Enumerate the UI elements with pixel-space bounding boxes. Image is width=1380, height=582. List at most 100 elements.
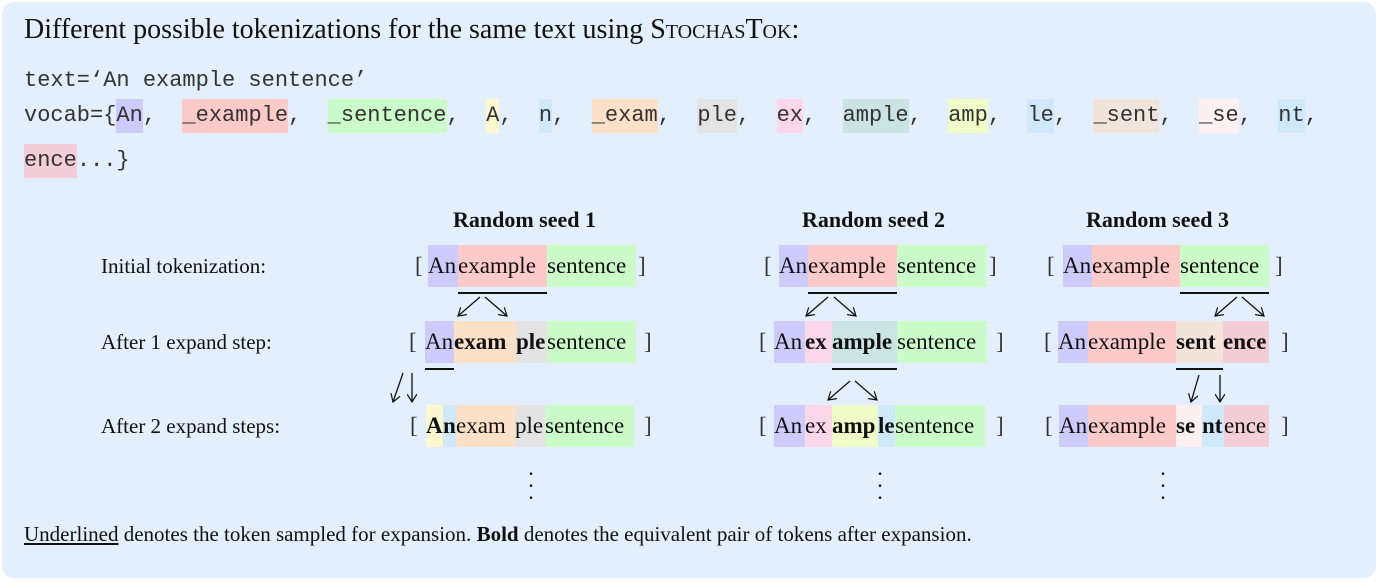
token: sentence [897, 245, 987, 287]
continuation-dots-seed-3: ··· [1159, 461, 1167, 510]
token: example [1092, 245, 1180, 287]
vocab-sep: , [1304, 103, 1345, 128]
token-text: An [425, 329, 454, 354]
token: le [878, 405, 895, 447]
close-bracket: ] [638, 253, 646, 278]
sampled-token-underline [1176, 368, 1223, 370]
close-bracket: ] [1275, 253, 1283, 278]
token: nt [1202, 405, 1224, 447]
token: exam [454, 321, 516, 363]
seed-3-header: Random seed 3 [1086, 207, 1230, 232]
token-text: ple [515, 413, 544, 438]
vocab-sep: , [446, 103, 487, 128]
token: ex [805, 321, 833, 363]
token: An [774, 405, 805, 447]
token: An [1063, 245, 1092, 287]
vocab-token: ence [24, 144, 77, 178]
token-text: nt [1202, 413, 1223, 438]
open-bracket: [ [764, 253, 772, 278]
token-text: sentence [897, 253, 977, 278]
close-bracket: ] [996, 413, 1004, 438]
token-text: example [458, 253, 536, 278]
vocab-token: amp [948, 99, 988, 133]
token-text: An [1058, 329, 1087, 354]
figure-title: Different possible tokenizations for the… [24, 14, 799, 46]
token: sentence [545, 405, 634, 447]
open-bracket: [ [1044, 329, 1052, 354]
continuation-dots-seed-1: ··· [527, 461, 535, 510]
token: An [425, 321, 454, 363]
token-text: sentence [545, 413, 625, 438]
seed-2-header: Random seed 2 [802, 207, 946, 232]
token-text: An [774, 413, 803, 438]
vocab-sep: , [908, 103, 949, 128]
sampled-token-underline [1180, 292, 1269, 294]
open-bracket: [ [409, 329, 417, 354]
text-definition: text=‘An example sentence’ [24, 68, 368, 93]
token-text: example [1088, 413, 1166, 438]
token: A [426, 405, 443, 447]
vocab-sep: , [1238, 103, 1279, 128]
token-text: exam [454, 329, 507, 354]
row-label-step-2: After 2 expand steps: [101, 414, 281, 438]
method-name: StochasTok [650, 14, 792, 45]
vocab-line-2: ence...} [24, 144, 130, 178]
token-text: A [426, 413, 443, 438]
token-text: le [878, 413, 895, 438]
token-text: example [1092, 253, 1170, 278]
token-text: ex [805, 329, 827, 354]
token: An [428, 245, 458, 287]
token-text: An [428, 253, 457, 278]
open-bracket: [ [415, 253, 423, 278]
token-text: example [808, 253, 886, 278]
vocab-token: le [1027, 99, 1054, 133]
token-text: sentence [1180, 253, 1260, 278]
token: se [1176, 405, 1202, 447]
vocab-sep: , [1053, 103, 1094, 128]
row-label-initial: Initial tokenization: [101, 254, 267, 278]
vocab-token: ex [776, 99, 803, 133]
sampled-token-underline [458, 292, 547, 294]
vocab-sep: , [499, 103, 539, 128]
sampled-token-underline [832, 368, 897, 370]
token: ample [832, 321, 897, 363]
open-bracket: [ [759, 329, 767, 354]
caption-underlined-word: Underlined [24, 522, 119, 546]
vocab-sep: , [552, 103, 592, 128]
vocab-token: _sentence [327, 99, 447, 133]
token: amp [832, 405, 878, 447]
close-bracket: ] [989, 253, 997, 278]
continuation-dots-seed-2: ··· [876, 461, 884, 510]
token-text: ample [832, 329, 893, 354]
row-label-step-1: After 1 expand step: [101, 330, 272, 354]
open-bracket: [ [1045, 413, 1053, 438]
token-text: se [1176, 413, 1196, 438]
vocab-token: ple [697, 99, 737, 133]
token: An [1058, 321, 1088, 363]
token: sentence [895, 405, 985, 447]
vocab-token: nt [1278, 99, 1305, 133]
vocab-token: An [116, 99, 143, 133]
caption-text-1: denotes the token sampled for expansion. [118, 522, 477, 546]
vocab-token: n [538, 99, 553, 133]
vocab-token: _example [182, 99, 289, 133]
vocab-sep: , [1159, 103, 1200, 128]
token-text: amp [832, 413, 876, 438]
caption-text-2: denotes the equivalent pair of tokens af… [518, 522, 972, 546]
token-text: ple [516, 329, 546, 354]
token-text: sentence [547, 253, 627, 278]
token-text: An [1063, 253, 1092, 278]
token: ple [516, 321, 547, 363]
token: sentence [897, 321, 987, 363]
token: example [1088, 321, 1176, 363]
token: example [808, 245, 897, 287]
close-bracket: ] [1281, 413, 1289, 438]
token: ence [1223, 321, 1269, 363]
vocab-token: _sent [1093, 99, 1160, 133]
close-bracket: ] [644, 413, 652, 438]
